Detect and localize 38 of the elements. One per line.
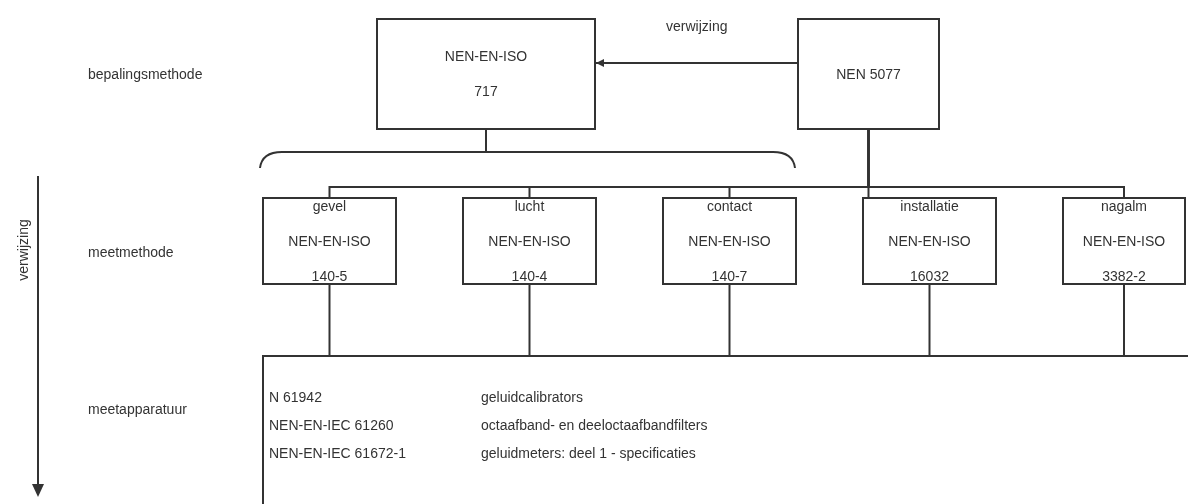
standard-code: NEN-EN-ISO 140-5 [287,231,372,286]
edge-label: verwijzing [664,18,730,34]
standard-code: NEN-EN-ISO 140-7 [687,231,772,286]
standard-box [376,18,596,130]
method-name: lucht [514,196,545,216]
standard-box [262,197,397,285]
method-name: contact [706,196,753,216]
standard-code: NEN-EN-IEC 61260 [269,416,395,435]
standard-code: NEN-EN-IEC 61672-1 [269,444,407,463]
connector-line [528,284,531,356]
description-text: geluidmeters: deel 1 - specificaties [481,444,697,463]
connector-line [728,284,731,356]
connector-line [867,129,1125,198]
standard-box [797,18,940,130]
standard-code: NEN-EN-ISO 140-4 [487,231,572,286]
connector-line [1123,284,1125,356]
arrow [595,59,798,67]
method-name: gevel [312,196,347,216]
standard-box [862,197,997,285]
level-label: bepalingsmethode [88,66,203,82]
connector-line [928,284,931,356]
axis-label: verwijzing [14,219,31,281]
method-name: installatie [900,196,959,216]
standard-code: NEN-EN-ISO 16032 [887,231,972,286]
connector-line [328,284,331,356]
level-label: meetmethode [88,244,174,260]
description-text: geluidcalibrators [481,388,584,407]
standard-code: NEN-EN-ISO 717 [443,47,529,101]
standard-code: N 61942 [269,388,323,407]
standard-box [462,197,597,285]
standard-code: NEN-EN-ISO 3382-2 [1081,231,1167,286]
equipment-box [262,355,1188,504]
level-label: meetapparatuur [88,401,187,417]
description-text: octaafband- en deeloctaafbandfilters [481,416,708,435]
standard-code: NEN 5077 [836,64,901,84]
standard-box [662,197,797,285]
method-name: nagalm [1101,196,1147,216]
standard-box [1062,197,1186,285]
